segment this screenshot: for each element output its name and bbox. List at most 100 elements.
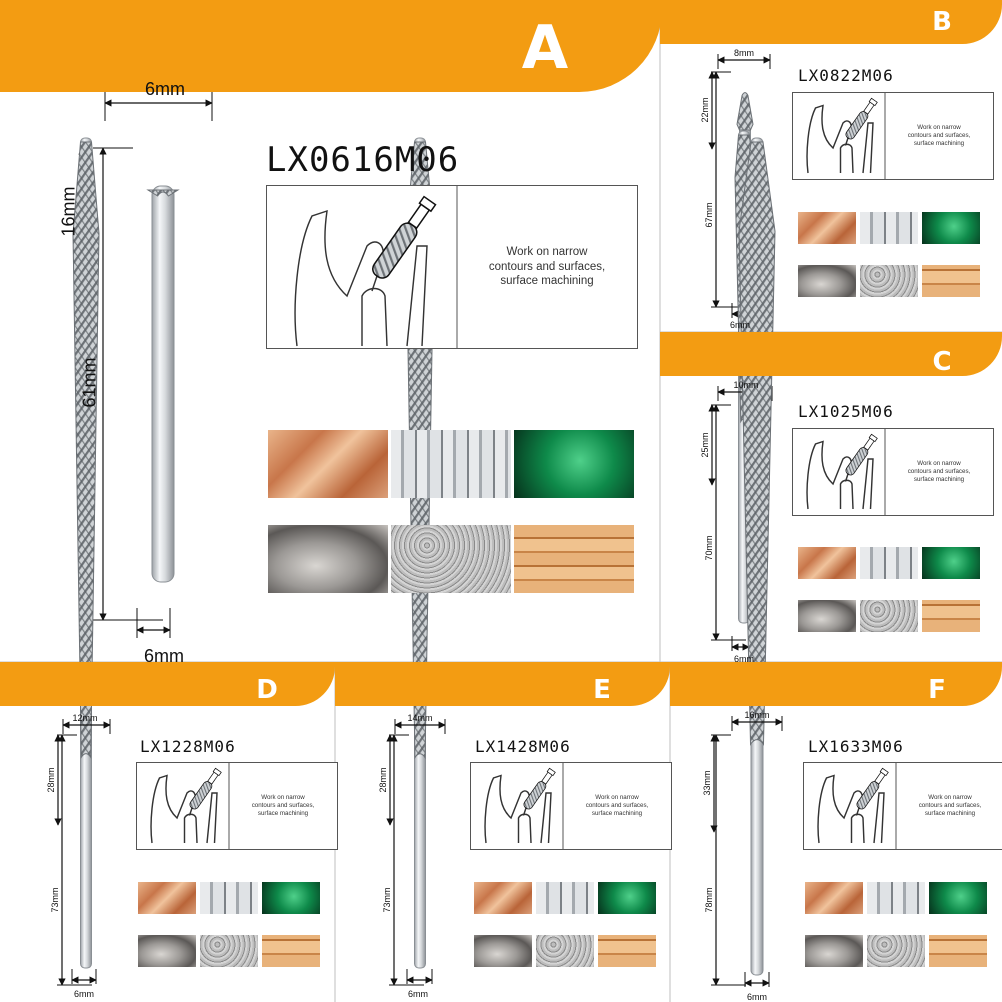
head_diameter-label-d: 12mm [72, 712, 98, 723]
usage-line: surface machining [913, 139, 965, 147]
usage-line: Work on narrow [928, 794, 972, 802]
material-stone-d [200, 935, 258, 967]
banner-b [660, 0, 1002, 44]
head_diameter-label-f: 16mm [744, 709, 770, 720]
total_length-label-e: 73mm [382, 887, 393, 913]
usage-line: surface machining [257, 809, 309, 817]
material-stone-c [860, 600, 918, 632]
material-aluminum-profile-b [860, 212, 918, 244]
banner-e [335, 662, 670, 706]
burr-bit-d [72, 137, 100, 969]
model-number-c: LX1025M06 [798, 402, 894, 421]
material-steel-f [805, 935, 863, 967]
material-aluminum-profile-a [391, 430, 511, 498]
material-steel-c [798, 600, 856, 632]
material-wood-c [922, 600, 980, 632]
total_length-label-f: 78mm [704, 887, 715, 913]
material-aluminum-profile-d [200, 882, 258, 914]
hand-icon [484, 774, 530, 844]
material-copper-d [138, 882, 196, 914]
variant-letter-f: F [928, 675, 946, 705]
material-wood-d [262, 935, 320, 967]
material-stone-b [860, 265, 918, 297]
usage-line: contours and surfaces, [585, 802, 649, 810]
hand-icon [150, 774, 196, 844]
hand-icon [806, 104, 852, 174]
material-jade-a [514, 430, 634, 498]
material-copper-c [798, 547, 856, 579]
hand-icon [817, 774, 863, 844]
material-jade-f [929, 882, 987, 914]
shank_diameter-label-c: 6mm [734, 653, 754, 664]
variant-letter-d: D [256, 675, 278, 705]
usage-line: Work on narrow [261, 794, 305, 802]
shank_diameter-label-e: 6mm [408, 988, 428, 999]
banner-a [0, 0, 662, 92]
material-aluminum-profile-f [867, 882, 925, 914]
dimensions-f [710, 716, 783, 987]
usage-line: Work on narrow [595, 794, 639, 802]
dimensions-a [78, 91, 213, 638]
bit-shank [151, 185, 175, 583]
material-steel-e [474, 935, 532, 967]
material-copper-e [474, 882, 532, 914]
usage-illustration-f [817, 763, 897, 849]
material-jade-d [262, 882, 320, 914]
head_diameter-label-a: 6mm [145, 78, 185, 99]
usage-line: Work on narrow [506, 246, 588, 259]
shank_diameter-label-a: 6mm [144, 645, 184, 666]
material-copper-b [798, 212, 856, 244]
variant-letter-e: E [593, 675, 611, 705]
variant-letter-a: A [521, 13, 569, 83]
variant-letter-b: B [932, 7, 952, 37]
head_diameter-label-e: 14mm [407, 712, 433, 723]
usage-line: Work on narrow [917, 124, 961, 132]
total_length-label-b: 67mm [704, 202, 715, 228]
model-number-d: LX1228M06 [140, 737, 236, 756]
burr-tool-icon [845, 111, 869, 140]
shank_diameter-label-d: 6mm [74, 988, 94, 999]
burr-bit-a [146, 185, 180, 583]
total_length-label-d: 73mm [50, 887, 61, 913]
total_length-label-a: 61mm [79, 357, 99, 408]
usage-line: contours and surfaces, [918, 802, 982, 810]
usage-line: surface machining [924, 809, 976, 817]
hand-icon [806, 440, 852, 510]
material-wood-b [922, 265, 980, 297]
usage-illustration-d [150, 763, 230, 849]
material-aluminum-profile-e [536, 882, 594, 914]
material-jade-c [922, 547, 980, 579]
burr-tool-icon [372, 222, 418, 279]
banner-d [0, 662, 335, 706]
material-stone-e [536, 935, 594, 967]
material-jade-b [922, 212, 980, 244]
head_diameter-label-c: 10mm [733, 379, 759, 390]
usage-line: Work on narrow [917, 460, 961, 468]
usage-line: surface machining [913, 475, 965, 483]
head_length-label-a: 16mm [58, 186, 78, 237]
burr-tool-icon [189, 781, 213, 810]
head_diameter-label-b: 8mm [734, 47, 754, 58]
head_length-label-b: 22mm [700, 97, 711, 123]
usage-line: contours and surfaces, [488, 260, 606, 273]
burr-tool-icon [856, 781, 880, 810]
head_length-label-c: 25mm [700, 432, 711, 458]
usage-illustration-a [294, 186, 458, 348]
material-steel-a [268, 525, 388, 593]
head_length-label-e: 28mm [378, 767, 389, 793]
usage-illustration-c [806, 429, 886, 515]
total_length-label-c: 70mm [704, 535, 715, 561]
banner-c [660, 332, 1002, 376]
material-jade-e [598, 882, 656, 914]
model-number-b: LX0822M06 [798, 66, 894, 85]
banner-f [670, 662, 1002, 706]
hand-icon [294, 209, 384, 347]
